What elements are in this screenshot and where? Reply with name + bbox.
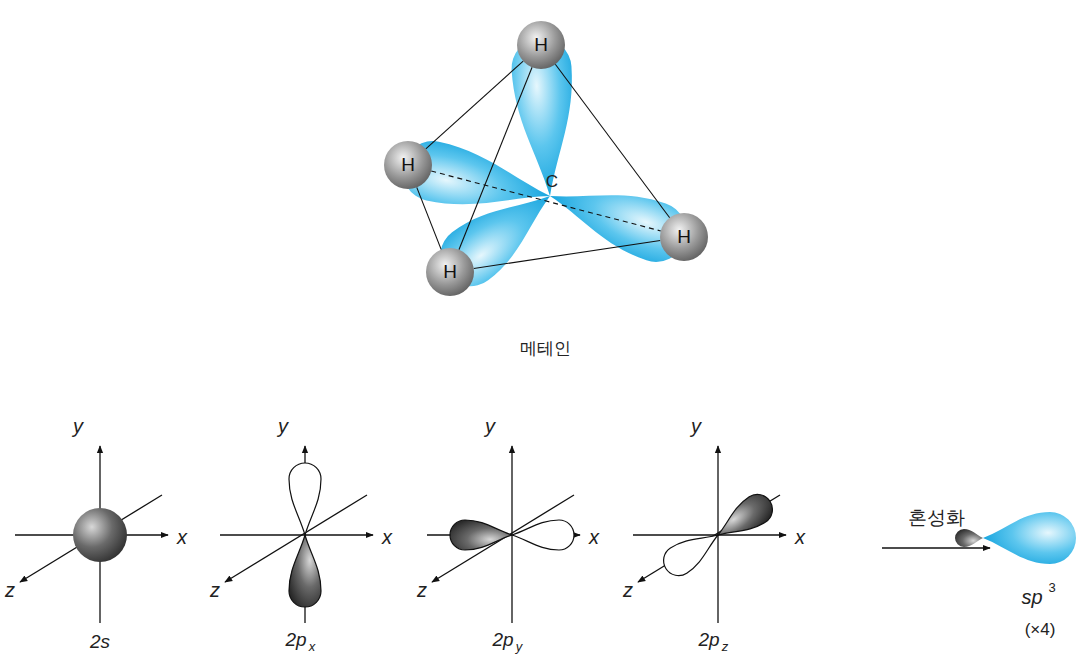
subscript: z [722, 639, 729, 654]
hydrogen-atom: H [384, 141, 432, 189]
p-lobe [289, 535, 321, 607]
p-lobe [512, 520, 574, 550]
axis-label: x [589, 526, 599, 549]
sp3-large-lobe [983, 512, 1076, 564]
sp3-lobe [428, 172, 568, 298]
orbital-name: sp [1021, 586, 1042, 609]
subscript: y [516, 639, 523, 654]
tetrahedron-edge [474, 241, 661, 269]
axis-label: x [177, 526, 187, 549]
axis-label: z [5, 579, 15, 602]
caption: 메테인 [520, 337, 571, 360]
atom-label: H [677, 226, 691, 248]
p-lobe [450, 520, 512, 550]
axis-label: y [691, 415, 701, 438]
hydrogen-atom: H [517, 21, 565, 69]
subscript: x [309, 639, 316, 654]
x-axis [633, 534, 786, 535]
axis-label: x [382, 526, 392, 549]
tetrahedron-edge [555, 64, 669, 218]
x-axis [220, 534, 373, 535]
z-axis [432, 495, 574, 582]
tetrahedron-edge [459, 67, 532, 249]
orbital-name: 2p [698, 629, 719, 651]
axis-label: y [485, 415, 495, 438]
z-axis [20, 495, 162, 582]
hybridization-arrow [882, 547, 990, 548]
tetrahedron-edge [431, 171, 661, 231]
sp3-small-lobe [955, 529, 983, 547]
orbital-name: 2s [90, 631, 110, 653]
orbital-name: 2p [492, 629, 513, 651]
atom-label: H [534, 34, 548, 56]
count-label: (×4) [1025, 620, 1056, 640]
axis-label: y [73, 415, 83, 438]
process-label: 혼성화 [908, 505, 965, 531]
atom-label: H [443, 261, 457, 283]
p-lobe [710, 489, 778, 548]
superscript: 3 [1048, 580, 1055, 595]
p-lobe [289, 463, 321, 535]
axis-label: y [278, 415, 288, 438]
orbital-name: 2p [285, 629, 306, 651]
axis-label: z [623, 579, 633, 602]
hydrogen-atom: H [426, 248, 474, 296]
tetrahedron-edge [426, 61, 523, 149]
atom-label: H [401, 154, 415, 176]
2s-orbital [73, 508, 127, 562]
tetrahedron-edge [417, 187, 441, 249]
axis-label: z [210, 579, 220, 602]
hydrogen-atom: H [660, 213, 708, 261]
axis-label: x [795, 526, 805, 549]
axis-label: z [417, 579, 427, 602]
p-lobe [658, 522, 726, 581]
atom-label: C [546, 172, 558, 192]
